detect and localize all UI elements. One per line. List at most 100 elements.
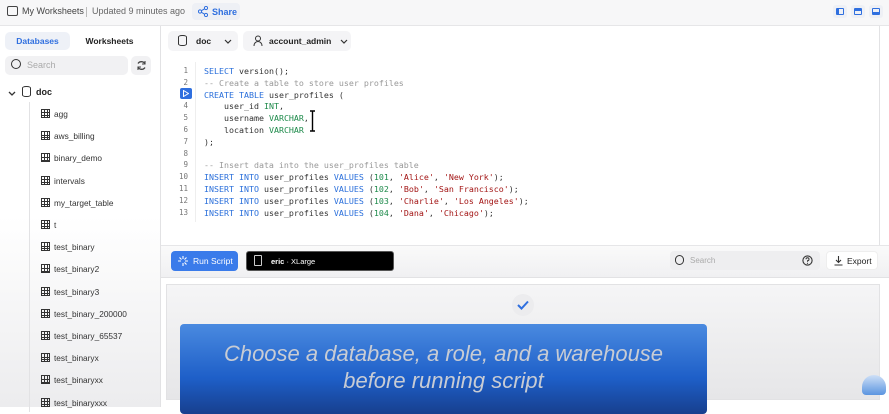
code-token: -- Create a table to store user profiles xyxy=(204,77,404,88)
table-item[interactable]: t xyxy=(41,220,56,234)
table-item[interactable]: test_binary_200000 xyxy=(41,308,127,323)
table-name: test_binaryxxx xyxy=(54,397,108,408)
line-number: 5 xyxy=(183,113,188,123)
table-name: test_binaryx xyxy=(54,353,99,364)
code-line[interactable]: -- Create a table to store user profiles xyxy=(204,78,404,88)
run-script-button[interactable]: Run Script xyxy=(171,251,238,271)
chevron-down-icon[interactable] xyxy=(8,91,16,97)
warehouse-size: XLarge xyxy=(291,257,316,266)
code-line[interactable]: INSERT INTO user_profiles VALUES (104, '… xyxy=(204,208,494,218)
code-token: version(); xyxy=(238,66,289,76)
code-token: ( xyxy=(368,172,374,183)
database-icon xyxy=(178,35,187,46)
layout-top-icon xyxy=(854,8,862,15)
code-line[interactable]: user_id INT, xyxy=(204,101,284,111)
code-token: , xyxy=(303,113,309,124)
results-search-input[interactable]: Search xyxy=(670,251,820,270)
code-line[interactable]: CREATE TABLE user_profiles ( xyxy=(204,90,344,100)
chevron-down-icon xyxy=(224,39,232,44)
table-item[interactable]: test_binary_65537 xyxy=(41,331,122,345)
table-name: test_binary_200000 xyxy=(54,308,127,319)
code-token: VALUES xyxy=(333,184,364,194)
breadcrumb[interactable]: My Worksheets xyxy=(22,6,84,16)
table-icon xyxy=(41,109,50,118)
table-item[interactable]: intervals xyxy=(41,175,85,190)
database-select-value: doc xyxy=(196,36,212,46)
table-item[interactable]: test_binaryxx xyxy=(41,375,103,389)
code-token: user_profiles xyxy=(263,172,329,183)
code-line[interactable]: -- Insert data into the user_profiles ta… xyxy=(204,160,419,170)
line-number: 6 xyxy=(183,125,188,134)
table-item[interactable]: test_binaryx xyxy=(41,353,99,367)
database-select[interactable]: doc xyxy=(168,31,238,51)
updated-status: Updated 9 minutes ago xyxy=(92,6,186,16)
code-token: 'Dana' xyxy=(398,207,429,218)
table-icon xyxy=(41,353,50,363)
code-token: user_profiles xyxy=(263,195,329,206)
refresh-button[interactable] xyxy=(131,56,151,75)
table-item[interactable]: agg xyxy=(41,109,68,123)
code-token: 'Charlie' xyxy=(398,195,444,206)
table-icon xyxy=(41,197,50,207)
search-icon xyxy=(11,59,21,69)
code-token: VALUES xyxy=(333,207,364,218)
code-line[interactable]: SELECT version(); xyxy=(204,66,289,76)
table-item[interactable]: aws_billing xyxy=(41,131,95,145)
share-button[interactable]: Share xyxy=(192,3,240,20)
code-line[interactable]: ); xyxy=(204,137,214,147)
table-name: test_binary3 xyxy=(54,286,100,297)
code-token: ); xyxy=(518,195,529,206)
code-token: INSERT INTO xyxy=(204,207,259,218)
warehouse-name: eric xyxy=(271,257,285,266)
table-item[interactable]: test_binary2 xyxy=(41,264,99,278)
tab-worksheets[interactable]: Worksheets xyxy=(85,36,134,46)
line-number: 11 xyxy=(178,184,188,193)
download-icon xyxy=(834,256,843,266)
brand-logo xyxy=(862,375,886,395)
code-line[interactable]: INSERT INTO user_profiles VALUES (103, '… xyxy=(204,196,529,206)
code-token: ( xyxy=(368,184,374,194)
line-number: 4 xyxy=(183,101,188,111)
table-name: t xyxy=(54,220,57,230)
table-icon xyxy=(41,308,50,318)
code-token: ); xyxy=(204,136,214,147)
layout-top-button[interactable] xyxy=(851,5,865,18)
code-line[interactable]: INSERT INTO user_profiles VALUES (102, '… xyxy=(204,184,519,194)
share-icon xyxy=(198,6,208,17)
run-script-label: Run Script xyxy=(193,256,233,266)
layout-sidebar-button[interactable] xyxy=(833,5,847,18)
export-button[interactable]: Export xyxy=(826,251,878,270)
table-item[interactable]: test_binary3 xyxy=(41,286,100,301)
database-doc[interactable]: doc xyxy=(36,87,53,97)
code-token: 'Bob' xyxy=(398,184,424,194)
code-token: 101 xyxy=(373,172,389,183)
sidebar: Databases Worksheets Search doc agg aws_b… xyxy=(0,26,161,412)
table-name: test_binary_65537 xyxy=(54,331,123,341)
help-icon[interactable] xyxy=(802,255,813,266)
table-item[interactable]: test_binaryxxx xyxy=(41,397,108,412)
table-item[interactable]: test_binary xyxy=(41,242,95,256)
code-token: 104 xyxy=(373,207,389,218)
code-token: user_id xyxy=(204,101,259,112)
tab-databases[interactable]: Databases xyxy=(5,32,70,50)
line-number: 8 xyxy=(183,148,188,158)
code-token: , xyxy=(388,184,394,194)
sidebar-search-input[interactable]: Search xyxy=(5,56,128,75)
code-line[interactable]: username VARCHAR, xyxy=(204,113,309,123)
warehouse-select[interactable]: eric · XLarge xyxy=(246,251,394,271)
role-select[interactable]: account_admin xyxy=(243,31,351,51)
code-token: user_profiles ( xyxy=(268,89,344,100)
table-icon xyxy=(41,242,50,252)
table-item[interactable]: my_target_table xyxy=(41,197,114,212)
code-token: VARCHAR xyxy=(268,113,304,124)
separator xyxy=(86,7,87,17)
code-line[interactable]: INSERT INTO user_profiles VALUES (101, '… xyxy=(204,172,504,182)
layout-bottom-button[interactable] xyxy=(869,5,883,18)
code-line[interactable]: location VARCHAR xyxy=(204,125,304,135)
run-statement-icon[interactable] xyxy=(180,88,192,99)
table-name: test_binary2 xyxy=(54,264,100,275)
table-item[interactable]: binary_demo xyxy=(41,153,102,167)
search-placeholder: Search xyxy=(690,256,716,265)
code-token: ( xyxy=(368,207,374,218)
table-icon xyxy=(41,264,50,274)
